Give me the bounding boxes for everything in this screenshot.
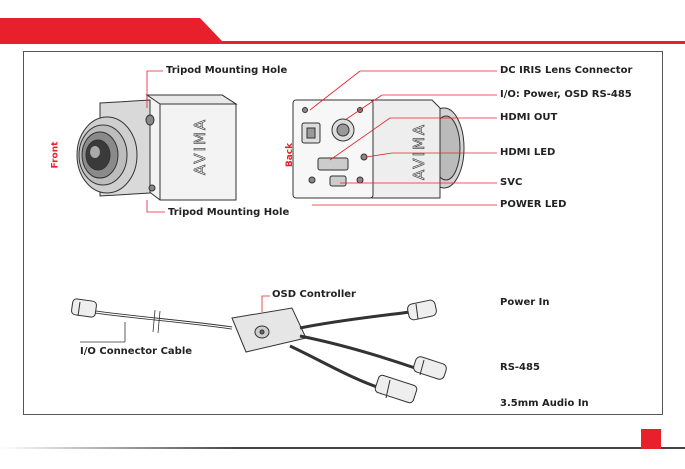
svg-text:AVIMA: AVIMA: [410, 123, 428, 180]
label-osd-controller: OSD Controller: [272, 289, 356, 301]
label-audio-in: 3.5mm Audio In: [500, 398, 589, 410]
label-dc-iris: DC IRIS Lens Connector: [500, 65, 632, 77]
label-svc: SVC: [500, 177, 522, 189]
label-power-in: Power In: [500, 297, 549, 309]
label-io-cable: I/O Connector Cable: [80, 346, 192, 358]
label-hdmi-led: HDMI LED: [500, 147, 555, 159]
svg-text:AVIMA: AVIMA: [191, 118, 209, 175]
label-hdmi-out: HDMI OUT: [500, 112, 557, 124]
front-label: Front: [50, 142, 60, 169]
camera-front-illustration: AVIMA: [77, 95, 236, 200]
page-number-box: [641, 429, 661, 449]
label-tripod-top: Tripod Mounting Hole: [166, 65, 287, 77]
callout-lines-dark: [80, 322, 125, 342]
footer-rule: [0, 447, 685, 449]
label-io-power: I/O: Power, OSD RS-485: [500, 89, 632, 101]
label-power-led: POWER LED: [500, 199, 566, 211]
label-rs485: RS-485: [500, 362, 540, 374]
label-tripod-bottom: Tripod Mounting Hole: [168, 207, 289, 219]
back-label: Back: [285, 143, 295, 167]
